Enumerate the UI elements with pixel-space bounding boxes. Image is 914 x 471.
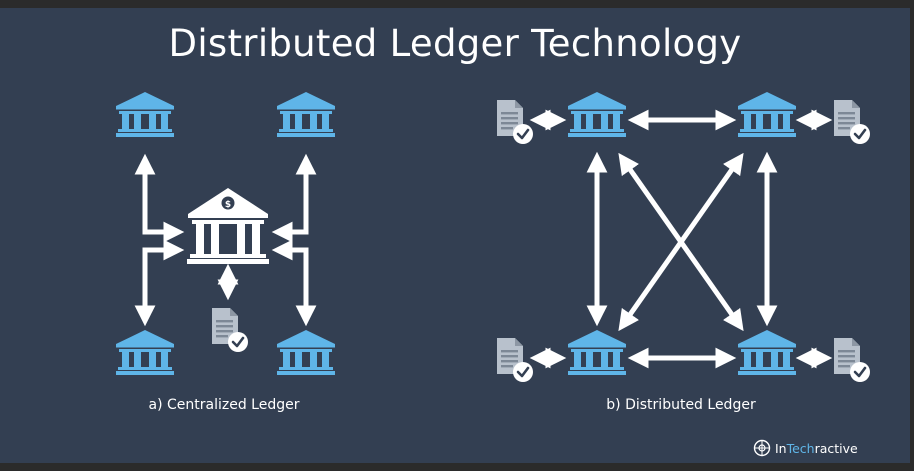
bank-icon-node-bottom-right	[738, 330, 796, 375]
arrow-bottom-left	[134, 239, 185, 327]
centralized-ledger: $	[116, 92, 335, 375]
bank-icon-bottom-left	[116, 330, 174, 375]
logo-text-suffix: ractive	[814, 440, 858, 456]
arrow-top-right	[271, 153, 317, 243]
bank-icon-top-right	[277, 92, 335, 137]
centralized-arrows	[134, 153, 317, 327]
slide-title: Distributed Ledger Technology	[168, 22, 742, 65]
verified-document-icon-top-right	[832, 98, 872, 146]
bank-icon-bottom-right	[277, 330, 335, 375]
bank-icon-top-left	[116, 92, 174, 137]
verified-document-icon-bottom-right	[832, 336, 872, 384]
intechractive-logo-icon	[753, 439, 771, 457]
logo-text-prefix: In	[775, 440, 787, 456]
verified-document-icon-top-left	[495, 98, 535, 146]
svg-text:$: $	[225, 200, 231, 210]
verified-document-icon-bottom-left	[495, 336, 535, 384]
verified-document-icon-central	[210, 306, 250, 354]
arrow-diagonal-tr-bl	[618, 152, 744, 332]
ledger-diagram: $	[116, 92, 872, 384]
bank-icon-node-bottom-left	[568, 330, 626, 375]
central-bank-icon: $	[187, 188, 269, 264]
bank-icon-node-top-left	[568, 92, 626, 137]
distributed-ledger-caption: b) Distributed Ledger	[606, 397, 756, 413]
arrow-top-left	[134, 153, 185, 243]
distributed-ledger	[495, 92, 872, 384]
bank-icon-node-top-right	[738, 92, 796, 137]
arrow-bottom-right	[271, 239, 317, 327]
logo-text-middle: Tech	[786, 440, 815, 456]
distributed-arrows	[529, 109, 833, 369]
slide: Distributed Ledger Technology	[0, 8, 910, 463]
centralized-ledger-caption: a) Centralized Ledger	[148, 397, 300, 413]
